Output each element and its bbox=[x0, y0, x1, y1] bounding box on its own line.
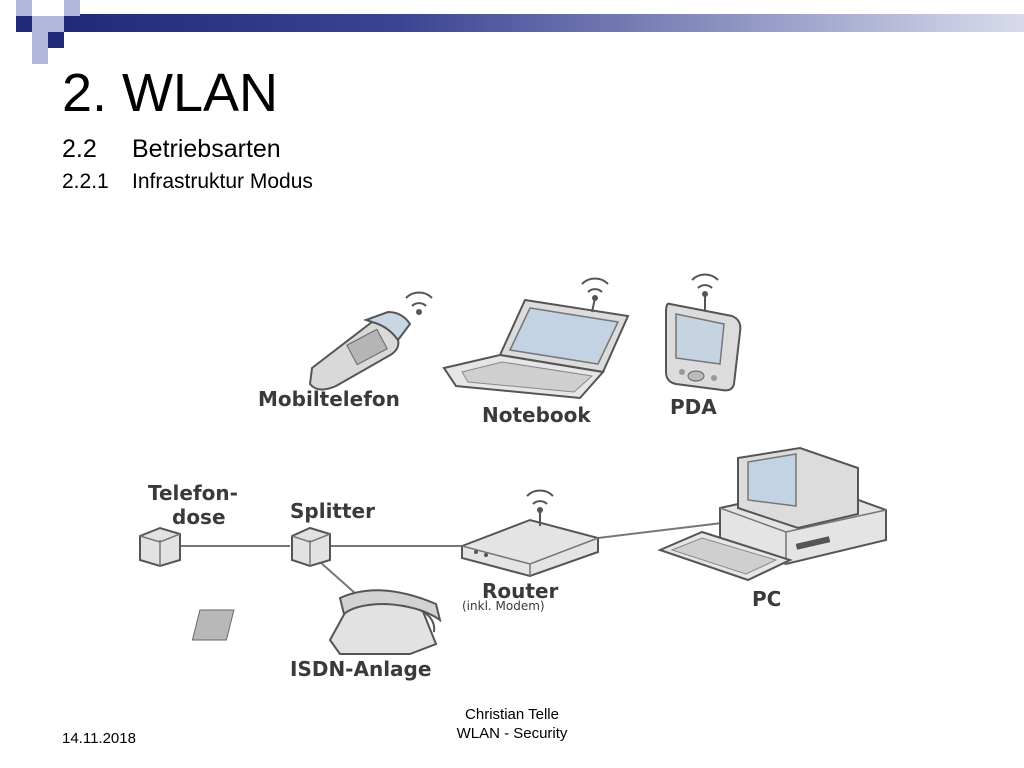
header-gradient-bar bbox=[64, 14, 1024, 32]
label-notebook: Notebook bbox=[482, 403, 591, 427]
footer-date: 14.11.2018 bbox=[62, 730, 136, 747]
subsection-title: Infrastruktur Modus bbox=[132, 170, 313, 193]
mobile-phone-icon bbox=[308, 291, 433, 391]
cable-router-pc bbox=[597, 522, 723, 539]
label-mobiltelefon: Mobiltelefon bbox=[258, 387, 400, 411]
section-number: 2.2 bbox=[62, 135, 97, 163]
decor-square bbox=[48, 32, 64, 48]
decor-square bbox=[48, 16, 64, 32]
label-pda: PDA bbox=[670, 395, 717, 419]
isdn-phone-icon bbox=[191, 589, 442, 655]
label-telefondose-line2: dose bbox=[172, 505, 226, 529]
label-pc: PC bbox=[752, 587, 781, 611]
subsection-heading: 2.2.1 Infrastruktur Modus bbox=[62, 170, 313, 194]
router-icon bbox=[461, 489, 599, 578]
notebook-icon bbox=[442, 277, 630, 400]
section-heading: 2.2 Betriebsarten bbox=[62, 135, 281, 164]
label-splitter: Splitter bbox=[290, 499, 375, 523]
footer-author: Christian Telle bbox=[465, 706, 559, 723]
label-telefondose-line1: Telefon- bbox=[148, 481, 238, 505]
decor-square bbox=[32, 48, 48, 64]
decor-square bbox=[64, 0, 80, 16]
slide-title: 2. WLAN bbox=[62, 63, 279, 123]
section-title: Betriebsarten bbox=[132, 135, 281, 163]
label-router-sublabel: (inkl. Modem) bbox=[462, 599, 545, 613]
connection-lines bbox=[180, 522, 723, 595]
cable-splitter-isdn bbox=[319, 561, 357, 595]
telefondose-icon bbox=[139, 526, 181, 568]
label-router: Router bbox=[482, 579, 559, 603]
decor-square bbox=[16, 16, 32, 32]
decor-square bbox=[32, 16, 48, 32]
decor-square bbox=[16, 0, 32, 16]
pc-icon bbox=[657, 446, 887, 582]
footer-center: Christian Telle WLAN - Security bbox=[412, 706, 612, 744]
decor-square bbox=[32, 32, 48, 48]
footer-topic: WLAN - Security bbox=[456, 724, 568, 742]
label-isdn-anlage: ISDN-Anlage bbox=[290, 657, 431, 681]
subsection-number: 2.2.1 bbox=[62, 170, 109, 193]
pda-icon bbox=[665, 273, 742, 392]
splitter-icon bbox=[291, 526, 331, 568]
